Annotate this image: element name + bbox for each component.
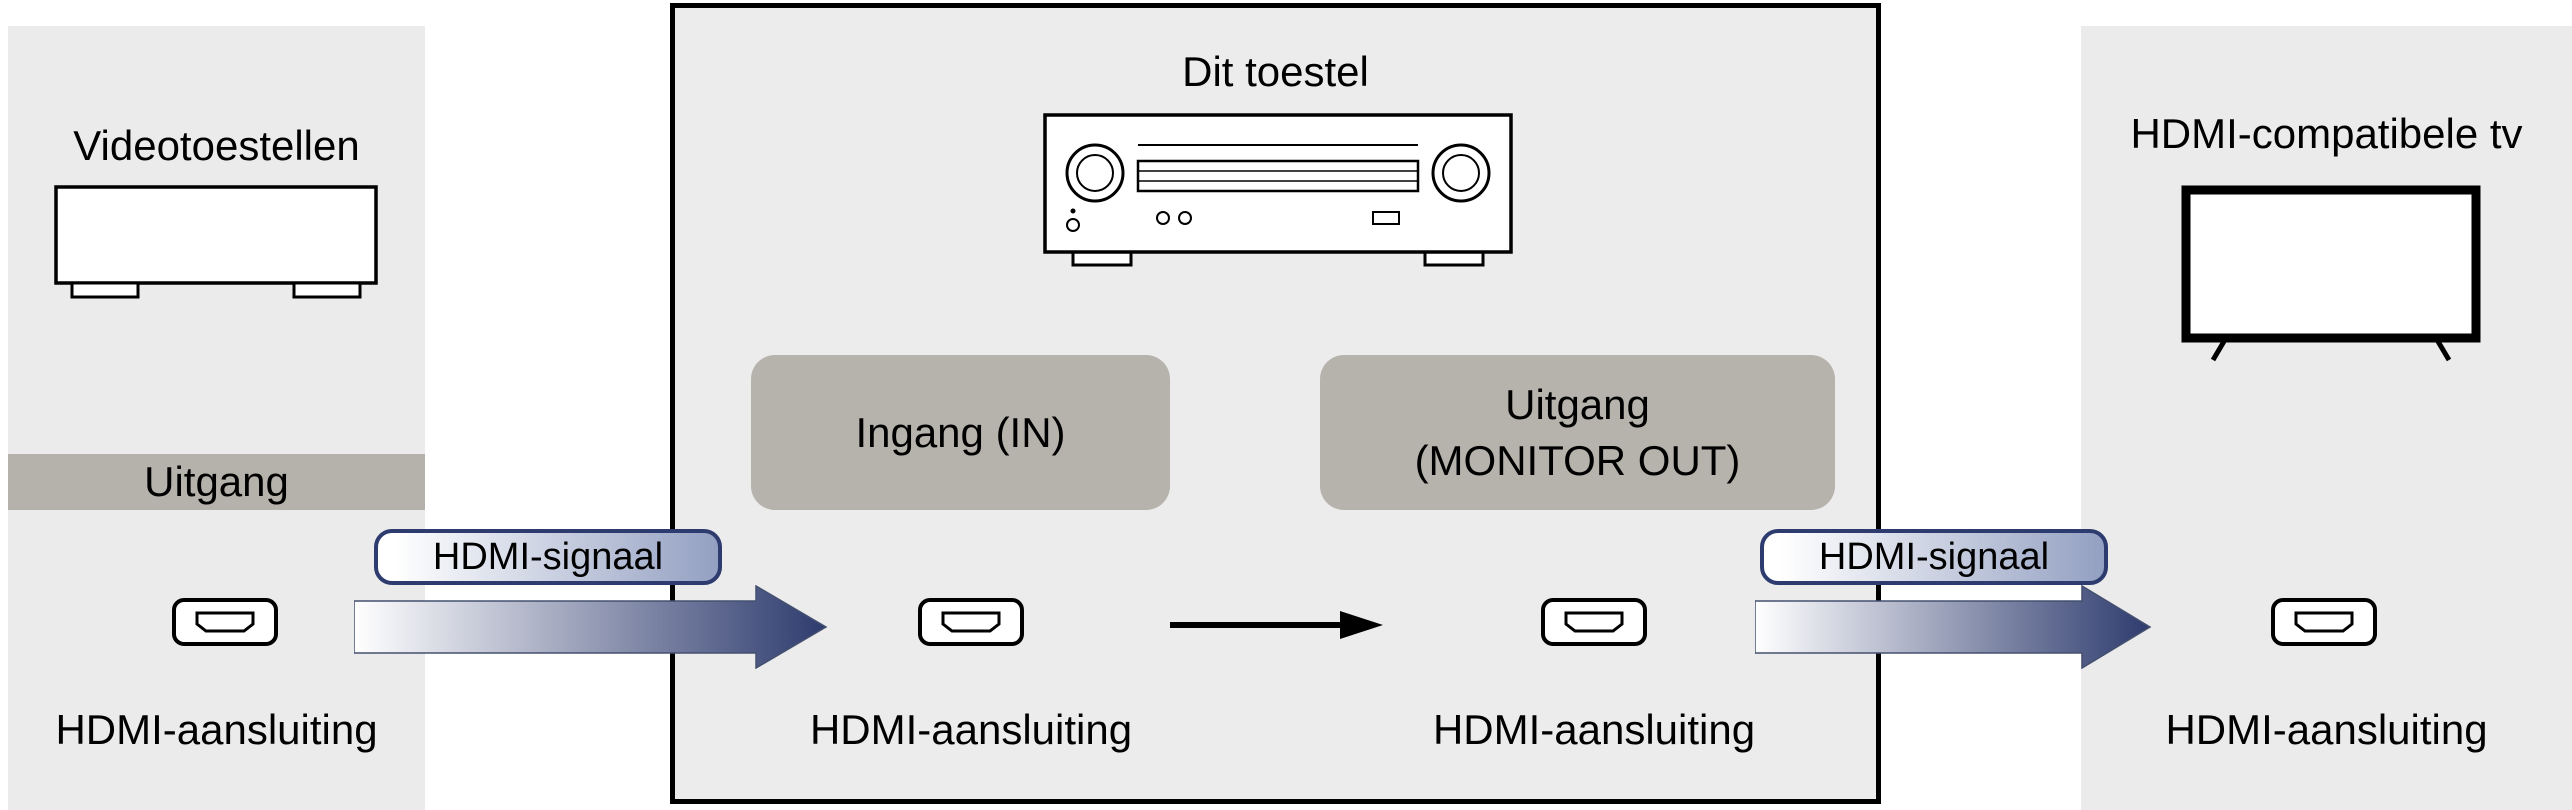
- hdmi-port-icon: [1540, 597, 1648, 647]
- monitor-out-badge-line1: Uitgang: [1505, 380, 1650, 428]
- hdmi-signal-arrow-icon: [353, 584, 828, 670]
- tv-title: HDMI-compatibele tv: [2130, 110, 2523, 157]
- output-label-badge: Uitgang: [8, 454, 425, 510]
- tv-panel: [2081, 26, 2572, 810]
- hdmi-signal-badge: HDMI-signaal: [1760, 529, 2108, 585]
- monitor-out-badge-line2: (MONITOR OUT): [1414, 436, 1741, 484]
- hdmi-signal-badge: HDMI-signaal: [374, 529, 722, 585]
- hdmi-signal-arrow-icon: [1754, 584, 2152, 670]
- input-in-badge: Ingang (IN): [751, 355, 1170, 510]
- input-in-badge-label: Ingang (IN): [855, 408, 1066, 456]
- tv-illustration: [2181, 185, 2481, 365]
- video-device-illustration: [54, 185, 378, 300]
- av-receiver-illustration: [1043, 113, 1513, 268]
- hdmi-port-icon: [171, 597, 279, 647]
- this-unit-title: Dit toestel: [1182, 48, 1369, 95]
- hdmi-connector-label: HDMI-aansluiting: [1432, 706, 1756, 753]
- hdmi-port-icon: [917, 597, 1025, 647]
- source-device-panel: [8, 26, 425, 810]
- hdmi-connector-label: HDMI-aansluiting: [809, 706, 1133, 753]
- flow-arrow-icon: [1170, 605, 1385, 645]
- source-device-title: Videotoestellen: [73, 122, 360, 169]
- hdmi-connector-label: HDMI-aansluiting: [55, 706, 378, 753]
- hdmi-signal-badge-label: HDMI-signaal: [1818, 535, 2050, 578]
- hdmi-port-icon: [2270, 597, 2378, 647]
- hdmi-connector-label: HDMI-aansluiting: [2165, 706, 2488, 753]
- hdmi-signal-badge-label: HDMI-signaal: [432, 535, 664, 578]
- monitor-out-badge: Uitgang (MONITOR OUT): [1320, 355, 1835, 510]
